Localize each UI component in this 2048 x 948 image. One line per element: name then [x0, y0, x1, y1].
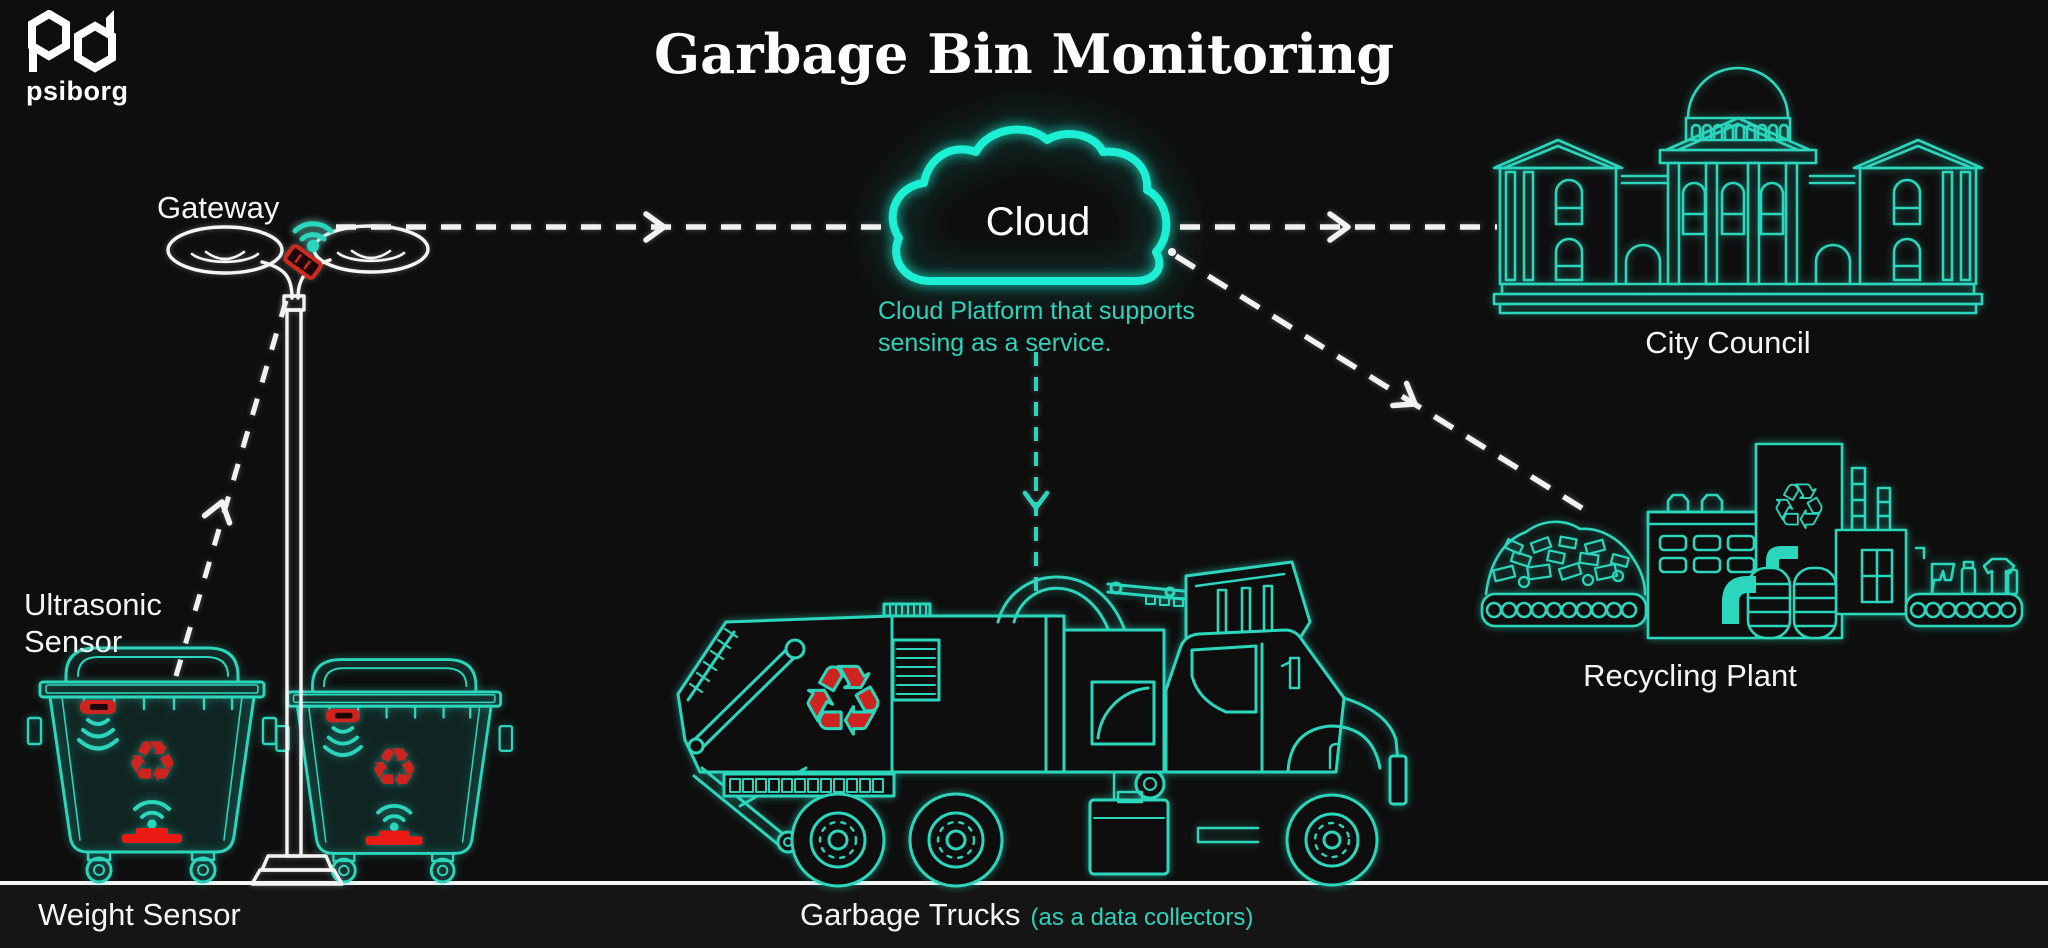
psiborg-monogram-icon [28, 10, 116, 73]
arrowhead [1327, 211, 1351, 243]
recycle-icon: ♻︎ [800, 645, 886, 757]
arrowhead [201, 499, 233, 526]
cloud-caption-line2: sensing as a service. [878, 328, 1112, 357]
ground-line [0, 881, 2048, 885]
cloud-caption-line1: Cloud Platform that supports [878, 297, 1195, 325]
recycling-plant-label: Recycling Plant [1583, 658, 1797, 693]
wifi-icon [292, 221, 334, 253]
recycle-icon: ♻︎ [1771, 470, 1827, 543]
brand-name: psiborg [26, 76, 129, 106]
arrow-cloud-to-plant [1174, 253, 1587, 513]
page-title: Garbage Bin Monitoring [654, 22, 1394, 86]
weight-sensor-label: Weight Sensor [38, 897, 241, 932]
ground-strip [0, 885, 2048, 948]
gateway-label: Gateway [157, 190, 280, 225]
cloud-label: Cloud [985, 200, 1091, 244]
garbage-trucks-label: Garbage Trucks (as a data collectors) [800, 897, 1253, 933]
ultrasonic-sensor-label: Ultrasonic Sensor [24, 586, 162, 660]
arrowhead [643, 211, 667, 243]
arrowhead [1022, 490, 1050, 512]
brand-logo: psiborg [26, 10, 166, 107]
cloud-caption: Cloud Platform that supports sensing as … [878, 296, 1195, 359]
arrowhead [1390, 380, 1418, 409]
cloud-shape [888, 125, 1171, 285]
garbage-trucks-sublabel: (as a data collectors) [1030, 904, 1254, 931]
gateway-device-icon [283, 244, 323, 280]
garbage-trucks-label-main: Garbage Trucks [800, 897, 1021, 932]
ultrasonic-sensor-label-line1: Ultrasonic [24, 587, 162, 622]
city-council-label: City Council [1645, 325, 1811, 360]
ultrasonic-sensor-label-line2: Sensor [24, 624, 123, 660]
arrow-bin-to-gateway [173, 293, 291, 677]
